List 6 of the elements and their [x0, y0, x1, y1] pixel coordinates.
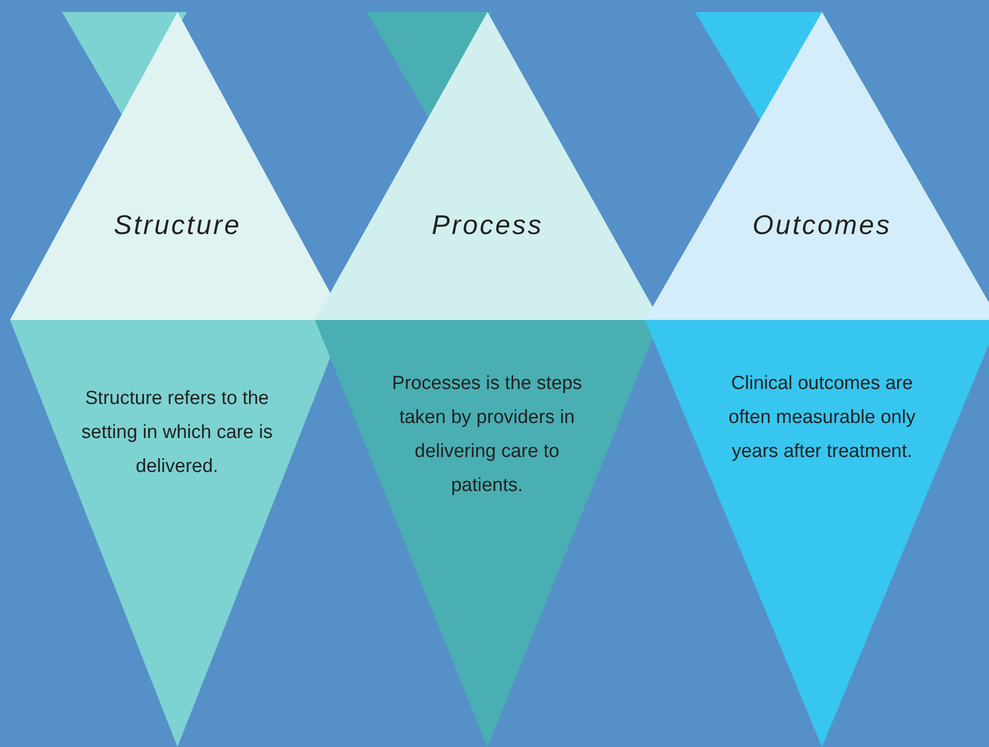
description-text: Processes is the steps taken by providers in delivering care to patients. [390, 372, 584, 498]
heading-text: Process [430, 210, 544, 241]
description-text: Clinical outcomes are often measurable only years after treatment. [728, 372, 916, 464]
heading-text: Outcomes [751, 210, 893, 241]
heading-text: Structure [112, 210, 242, 241]
description-text: Structure refers to the setting in which care is delivered. [80, 387, 274, 479]
